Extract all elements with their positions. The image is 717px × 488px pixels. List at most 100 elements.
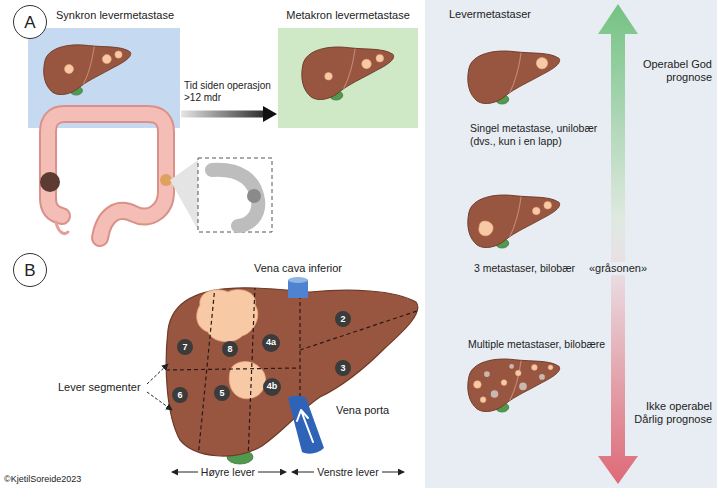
zone-label: «gråsonen» bbox=[586, 262, 650, 275]
vena-cava bbox=[288, 277, 308, 283]
liver-figure bbox=[539, 374, 545, 380]
segment-number: 2 bbox=[335, 311, 351, 327]
liver-figure bbox=[468, 51, 560, 104]
vena-porta bbox=[288, 396, 324, 454]
segment-liver bbox=[166, 288, 418, 456]
liver-figure bbox=[532, 365, 538, 371]
segment-number: 8 bbox=[222, 341, 238, 357]
segment-liver bbox=[248, 286, 255, 460]
metachronous-panel-ground bbox=[278, 28, 418, 128]
liver-figure bbox=[44, 45, 131, 95]
panel-letter-text: B bbox=[24, 262, 35, 279]
liver-figure bbox=[509, 364, 514, 369]
liver-figure bbox=[480, 397, 486, 403]
liver-figure bbox=[533, 207, 541, 215]
segment-number: 3 bbox=[335, 360, 351, 376]
liver-figure bbox=[544, 202, 552, 210]
liver-figure bbox=[362, 59, 372, 69]
liver-figure bbox=[501, 380, 507, 386]
liver-figure bbox=[302, 47, 394, 100]
figure-caption: Multiple metastaser, bilobære bbox=[468, 338, 605, 351]
leader-arrow bbox=[147, 364, 168, 384]
panel-letter: B bbox=[13, 253, 47, 287]
vessel-label: Vena porta bbox=[336, 404, 389, 417]
synchronous-panel: Synkron levermetastase bbox=[28, 28, 180, 128]
metachronous-panel: Metakron levermetastase bbox=[278, 28, 418, 128]
segment-number: 4a bbox=[262, 334, 280, 352]
liver-figure bbox=[479, 221, 493, 236]
liver-figure bbox=[115, 51, 122, 58]
segment-number: 6 bbox=[172, 387, 188, 403]
segment-number-text: 5 bbox=[219, 389, 224, 398]
liver-figure bbox=[548, 365, 553, 370]
colon-illustration bbox=[48, 114, 166, 238]
segment-liver bbox=[197, 290, 258, 342]
liver-figure bbox=[515, 370, 521, 376]
panel-letter-text: A bbox=[24, 14, 35, 31]
segment-liver bbox=[229, 362, 265, 399]
prognosis-arrow bbox=[598, 4, 638, 484]
panel-heading: Levermetastaser bbox=[449, 8, 531, 21]
vena-porta bbox=[288, 396, 324, 454]
liver-figure bbox=[376, 54, 384, 62]
segment-number: 5 bbox=[214, 385, 230, 401]
liver-figure bbox=[468, 51, 560, 104]
vessel-label: Vena cava inferior bbox=[254, 262, 342, 275]
liver-figure bbox=[536, 58, 547, 69]
inset-zoom bbox=[170, 160, 198, 230]
inset-zoom bbox=[170, 158, 272, 232]
segment-liver bbox=[299, 288, 300, 402]
prognosis-label: Ikke operabel Dårlig prognose bbox=[628, 400, 712, 426]
liver-figure bbox=[491, 390, 499, 398]
figure-caption: Singel metastase, unilobær (dvs., kun i … bbox=[470, 122, 604, 147]
liver-figure bbox=[44, 45, 131, 95]
segment-number-text: 3 bbox=[340, 364, 345, 373]
segment-number-text: 6 bbox=[177, 391, 182, 400]
vena-cava bbox=[288, 277, 308, 298]
liver-figure bbox=[102, 55, 111, 64]
liver-figure bbox=[519, 383, 527, 391]
panel-heading: Metakron levermetastase bbox=[286, 9, 410, 22]
segment-number-text: 8 bbox=[227, 345, 232, 354]
tumour bbox=[40, 172, 60, 192]
colon-illustration bbox=[56, 222, 68, 234]
panel-heading: Synkron levermetastase bbox=[56, 9, 174, 22]
inset-zoom bbox=[247, 189, 261, 203]
panel-letter: A bbox=[13, 5, 47, 39]
segment-number-text: 4a bbox=[266, 338, 276, 347]
segment-liver bbox=[166, 286, 420, 460]
segment-number-text: 2 bbox=[340, 315, 345, 324]
liver-figure bbox=[468, 195, 560, 248]
prognosis-label: Operabel God prognose bbox=[628, 58, 712, 84]
segment-liver bbox=[300, 310, 420, 350]
segment-number-text: 7 bbox=[182, 343, 187, 352]
time-arrow bbox=[181, 111, 265, 118]
liver-figure bbox=[484, 371, 490, 377]
liver-figure bbox=[468, 359, 560, 412]
segment-number: 7 bbox=[177, 339, 193, 355]
colon-illustration bbox=[40, 114, 172, 238]
vena-porta bbox=[297, 410, 313, 442]
figure-caption: 3 metastaser, bilobær bbox=[474, 262, 575, 275]
extent-label: Høyre lever bbox=[198, 466, 258, 479]
leader-arrow bbox=[147, 364, 172, 410]
leader-arrow bbox=[147, 392, 172, 410]
liver-figure bbox=[468, 195, 560, 248]
inset-zoom bbox=[198, 158, 272, 232]
colon-illustration bbox=[48, 114, 166, 238]
liver-figure bbox=[468, 359, 560, 412]
segment-number-text: 4b bbox=[267, 382, 278, 391]
segment-liver bbox=[198, 286, 215, 458]
part-label: Lever segmenter bbox=[58, 381, 141, 394]
segment-liver bbox=[166, 368, 300, 370]
edge-label: Tid siden operasjon >12 mdr bbox=[184, 80, 274, 104]
liver-figure bbox=[474, 381, 482, 389]
segment-number: 4b bbox=[263, 378, 282, 397]
segment-liver bbox=[166, 286, 420, 464]
extent-label: Venstre lever bbox=[314, 466, 381, 479]
metastasis-panel-ground bbox=[425, 0, 717, 488]
liver-figure bbox=[302, 47, 394, 100]
liver-figure bbox=[325, 73, 333, 81]
